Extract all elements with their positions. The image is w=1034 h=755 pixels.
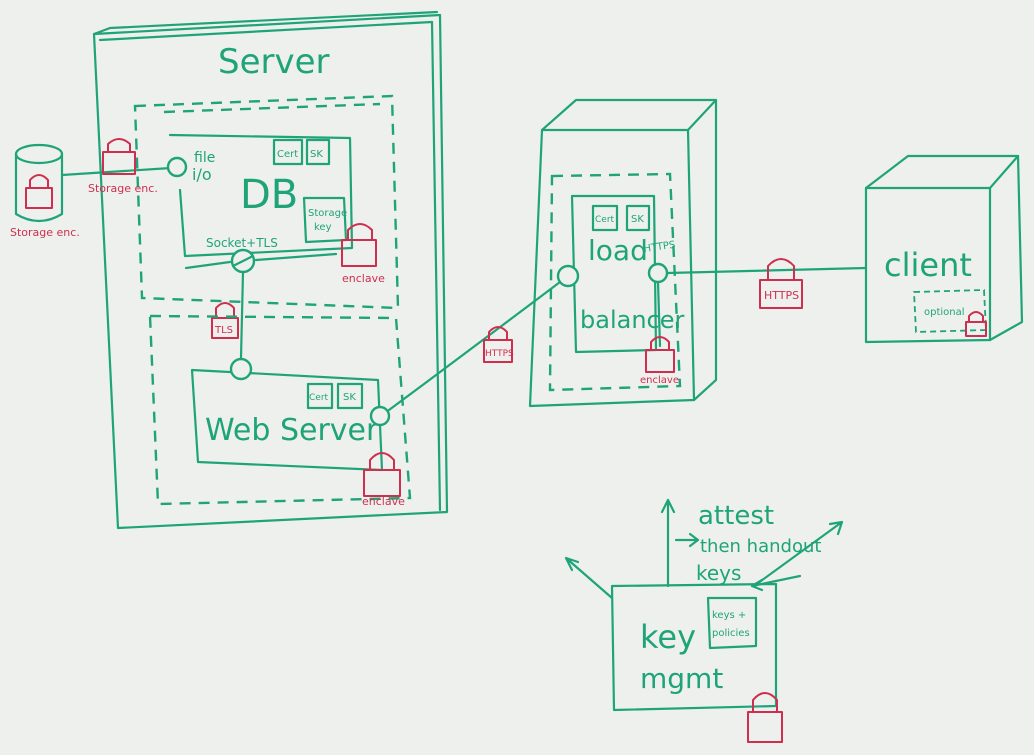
db-enclave-label: enclave xyxy=(342,272,385,285)
client-box xyxy=(864,154,1024,344)
storage-key-label-2: key xyxy=(314,222,332,233)
file-io-label-2: i/o xyxy=(192,165,212,184)
key-label: key xyxy=(640,618,696,656)
server-title: Server xyxy=(218,42,330,82)
storage-cylinder-icon xyxy=(14,143,64,223)
mgmt-label: mgmt xyxy=(640,662,723,695)
lb-client-lock-icon xyxy=(759,258,803,309)
lb-right-port xyxy=(647,262,669,284)
storage-db-link xyxy=(60,166,173,177)
db-sk-label: SK xyxy=(310,149,323,160)
lb-enclave-boundary xyxy=(548,172,682,392)
web-server-top-port xyxy=(229,357,253,381)
socket-tls-label: Socket+TLS xyxy=(206,236,278,250)
db-web-link xyxy=(239,270,245,360)
keys-policies-label: keys + xyxy=(712,610,746,621)
keys-policies-label-2: policies xyxy=(712,628,750,639)
attest-label: attest xyxy=(698,501,774,531)
db-cert-tag xyxy=(272,138,304,166)
lb-sk-tag xyxy=(625,204,651,232)
lb-enclave-label: enclave xyxy=(640,375,679,386)
client-label: client xyxy=(884,246,972,284)
web-sk-tag xyxy=(336,382,364,410)
storage-enc-label-left: Storage enc. xyxy=(10,226,80,239)
web-lb-link xyxy=(387,280,562,412)
storage-link-lock-icon xyxy=(102,138,136,175)
web-enclave-label: enclave xyxy=(362,495,405,508)
key-mgmt-arrows xyxy=(564,498,844,600)
client-optional-label: optional xyxy=(924,307,965,318)
server-box xyxy=(92,10,449,530)
lb-cert-tag xyxy=(591,204,619,232)
lb-https-port-label: HTTPS xyxy=(643,240,676,255)
db-box xyxy=(168,133,354,258)
lb-enclave-lock-icon xyxy=(645,336,675,373)
balancer-label: balancer xyxy=(580,306,684,334)
storage-key-label: Storage xyxy=(308,208,347,219)
web-lb-https-label: HTTPS xyxy=(485,349,514,359)
lb-client-https-label: HTTPS xyxy=(764,289,799,302)
db-label: DB xyxy=(240,172,298,218)
db-enclave-boundary-inner xyxy=(163,102,381,114)
lb-left-port xyxy=(556,264,580,288)
web-enclave-lock-icon xyxy=(363,452,401,497)
key-mgmt-lock-icon xyxy=(747,692,783,743)
load-label: load xyxy=(588,234,648,267)
db-sk-tag xyxy=(305,138,331,166)
web-server-right-port xyxy=(369,405,391,427)
db-socket-line xyxy=(184,252,338,270)
db-file-port xyxy=(166,156,188,178)
web-server-label: Web Server xyxy=(205,413,379,448)
tls-lock-icon xyxy=(211,302,239,339)
lb-sk-label: SK xyxy=(631,214,644,225)
web-cert-tag xyxy=(306,382,334,410)
web-sk-label: SK xyxy=(343,392,356,403)
storage-key-tag xyxy=(302,196,348,244)
db-cert-label: Cert xyxy=(277,149,298,160)
web-cert-label: Cert xyxy=(309,393,329,403)
web-enclave-boundary xyxy=(148,314,412,506)
client-lock-icon xyxy=(965,311,987,337)
file-io-label: file xyxy=(194,150,215,166)
lb-cert-label: Cert xyxy=(595,215,615,225)
web-lb-lock-icon xyxy=(483,326,513,363)
storage-lock-icon xyxy=(25,174,53,209)
db-enclave-lock-icon xyxy=(341,223,377,267)
load-balancer-box xyxy=(528,98,718,408)
storage-enc-label: Storage enc. xyxy=(88,182,158,195)
keys-label: keys xyxy=(696,561,741,585)
tls-label: TLS xyxy=(214,325,233,336)
db-enclave-boundary xyxy=(133,94,400,310)
then-handout-label: then handout xyxy=(700,536,821,557)
keys-policies-tag xyxy=(706,596,758,650)
